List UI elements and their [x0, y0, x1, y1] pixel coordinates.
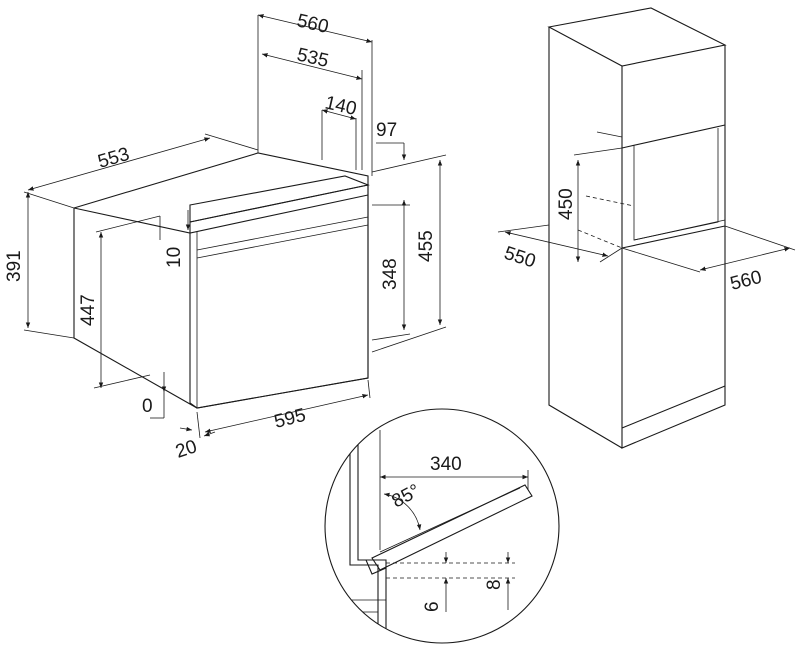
- cabinet-plinth: [621, 385, 726, 429]
- oven-top-edge: [73, 194, 369, 234]
- dim-10: 10: [164, 247, 185, 268]
- dim-140: 140: [323, 92, 359, 120]
- oven-door-line: [196, 224, 369, 259]
- oven-dimension-lines: [23, 14, 447, 439]
- dim-595: 595: [272, 405, 308, 433]
- dim-560-cabinet: 560: [728, 267, 764, 295]
- dim-97: 97: [376, 120, 397, 141]
- cabinet-upper-door-bottom: [621, 124, 726, 149]
- dim-348: 348: [380, 258, 401, 290]
- dim-550: 550: [501, 243, 538, 273]
- door-detail-labels: 340 85° 8 6: [388, 454, 505, 612]
- dim-450: 450: [556, 188, 577, 220]
- dim-535: 535: [295, 44, 331, 72]
- dim-6: 6: [422, 601, 443, 612]
- dim-0: 0: [142, 396, 153, 417]
- cabinet-niche-bottom: [621, 225, 726, 249]
- cabinet-niche-back: [633, 128, 719, 241]
- cabinet-top: [547, 7, 727, 67]
- oven-front-panel: [189, 184, 369, 409]
- oven-drawing: [73, 152, 370, 409]
- oven-body-outline: [73, 152, 369, 409]
- dim-455: 455: [416, 230, 437, 262]
- dim-553: 553: [96, 144, 132, 173]
- oven-control-strip: [189, 175, 370, 223]
- door-detail: [324, 408, 560, 644]
- cabinet-left-side: [548, 27, 623, 449]
- dim-560: 560: [295, 10, 331, 38]
- cabinet-front-right: [621, 45, 726, 449]
- dim-447: 447: [78, 294, 99, 326]
- cabinet-drawing: [497, 7, 796, 449]
- dim-8: 8: [484, 579, 505, 590]
- dim-340: 340: [430, 454, 462, 475]
- dim-20: 20: [173, 436, 200, 463]
- detail-circle: [324, 408, 560, 644]
- dim-391: 391: [4, 250, 25, 282]
- dim-85-degrees: 85°: [388, 480, 423, 512]
